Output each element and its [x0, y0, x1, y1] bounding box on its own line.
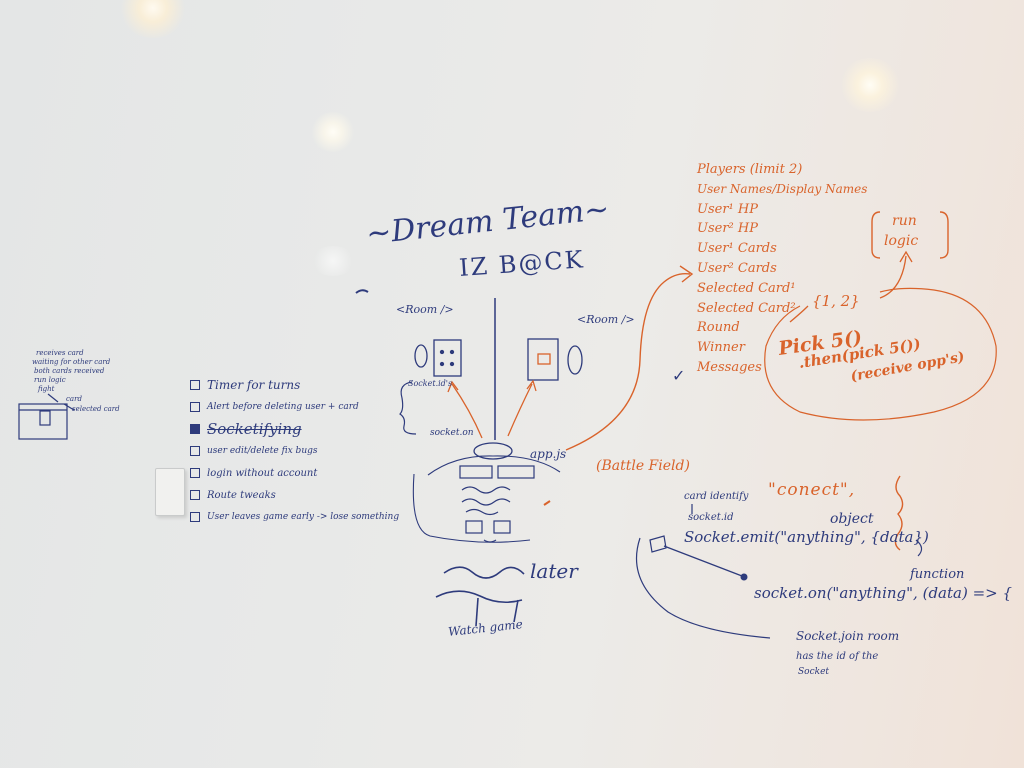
socket-join-label: Socket.join room: [796, 629, 900, 643]
checkbox-icon: [190, 402, 200, 412]
note-line: card: [66, 395, 82, 403]
players-list: Players (limit 2) User Names/Display Nam…: [697, 162, 867, 380]
todo-label: Timer for turns: [207, 378, 301, 392]
connect-label: "conect",: [768, 480, 856, 500]
todo-label: Socketifying: [207, 420, 302, 438]
players-list-item: Selected Card¹: [697, 280, 796, 296]
players-list-item: User² Cards: [697, 260, 777, 276]
players-list-item: Selected Card²: [697, 300, 796, 316]
checkbox-icon: [190, 490, 200, 500]
todo-label: User leaves game early -> lose something: [207, 512, 400, 522]
players-list-item: User² HP: [697, 221, 758, 237]
note-line: both cards received: [34, 367, 105, 375]
players-arrow: [565, 272, 691, 451]
run-logic-label: run: [892, 213, 917, 229]
todo-item: Timer for turns: [190, 374, 430, 396]
todo-label: user edit/delete fix bugs: [207, 446, 318, 456]
card-sketch-card: [39, 410, 51, 426]
todo-checklist: Timer for turns Alert before deleting us…: [190, 374, 430, 528]
socket-emit-label: Socket.emit("anything", {data}): [684, 528, 929, 546]
note-line: waiting for other card: [32, 358, 111, 366]
socket-join-label: Socket: [798, 667, 830, 677]
card-rect: [527, 338, 559, 381]
todo-label: Alert before deleting user + card: [207, 402, 359, 412]
note-line: receives card: [36, 349, 84, 357]
checkbox-icon: [190, 446, 200, 456]
card-identify-label: card identify: [684, 491, 749, 502]
server-node: [473, 442, 513, 460]
players-list-item: Winner: [697, 340, 745, 356]
socket-id-label: socket.id: [688, 512, 734, 523]
todo-item: User leaves game early -> lose something: [190, 506, 430, 528]
todo-item: Route tweaks: [190, 484, 430, 506]
pick-loop: [764, 287, 997, 421]
players-list-item: Players (limit 2): [697, 162, 803, 177]
room-label-right: <Room />: [577, 313, 635, 326]
todo-item: Alert before deleting user + card: [190, 396, 430, 418]
function-label: function: [910, 567, 965, 582]
card-rect: [433, 339, 462, 377]
todo-label: Route tweaks: [207, 489, 276, 501]
app-js-label: app.js: [530, 447, 567, 461]
battlefield-label: (Battle Field): [596, 458, 690, 474]
todo-item: login without account: [190, 462, 430, 484]
players-list-item: Messages: [697, 359, 762, 375]
socket-ids-label: Socket.id's: [408, 379, 453, 388]
checkbox-icon: [190, 380, 200, 390]
players-list-item: User¹ HP: [697, 201, 758, 217]
player-oval: [414, 344, 428, 368]
socket-on-label: socket.on: [430, 428, 474, 438]
socket-join-label: has the id of the: [796, 651, 879, 662]
players-list-item: User¹ Cards: [697, 241, 777, 257]
todo-label: login without account: [207, 467, 318, 479]
note-line: run logic: [34, 376, 66, 384]
players-list-item: Round: [697, 320, 740, 336]
room-label-left: <Room />: [396, 303, 454, 316]
note-line: fight: [38, 385, 55, 393]
checkbox-icon: [190, 468, 200, 478]
checkbox-icon: [190, 512, 200, 522]
later-label: later: [530, 559, 578, 583]
todo-item: user edit/delete fix bugs: [190, 440, 430, 462]
pair-label: {1, 2}: [812, 292, 860, 310]
wall-switch: [155, 468, 185, 516]
run-logic-label: logic: [884, 233, 919, 249]
checkbox-icon: [190, 424, 200, 434]
object-label: object: [830, 511, 874, 527]
players-list-item: User Names/Display Names: [697, 181, 868, 196]
socket-on-code-label: socket.on("anything", (data) => {: [754, 584, 1013, 602]
note-line: selected card: [72, 405, 120, 413]
todo-item: Socketifying: [190, 418, 430, 440]
player-oval: [567, 345, 583, 375]
messages-check-icon: ✓: [672, 366, 686, 385]
card-sketch-box: [18, 403, 68, 440]
